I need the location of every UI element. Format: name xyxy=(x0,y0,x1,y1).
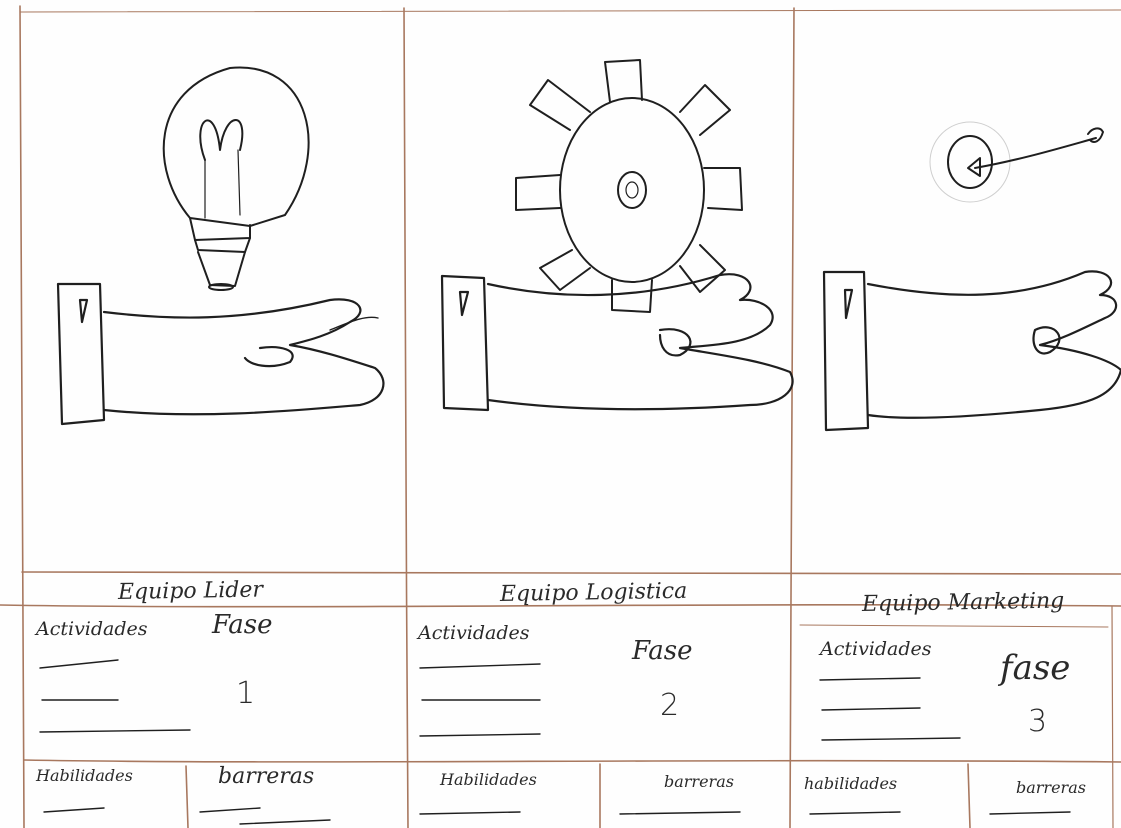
phase-label-3: fase xyxy=(1000,648,1071,688)
skills-label-3: habilidades xyxy=(804,774,898,793)
activity-lines xyxy=(39,659,1071,825)
hand-icon xyxy=(440,273,794,412)
activities-label-3: Actividades xyxy=(820,638,932,660)
skills-label-1: Habilidades xyxy=(36,766,133,785)
team-label-2: Equipo Logistica xyxy=(499,578,688,607)
team-label-1: Equipo Lider xyxy=(117,577,264,605)
skills-label-2: Habilidades xyxy=(440,770,537,789)
hand-icon xyxy=(822,270,1121,432)
lightbulb-icon xyxy=(162,66,310,291)
activities-label-2: Actividades xyxy=(418,622,530,644)
gear-icon xyxy=(515,59,743,313)
team-label-3: Equipo Marketing xyxy=(861,588,1065,617)
barriers-label-2: barreras xyxy=(664,772,734,791)
phase-label-2: Fase xyxy=(632,636,693,666)
barriers-label-1: barreras xyxy=(218,764,315,789)
activities-label-1: Actividades xyxy=(36,618,148,640)
phase-number-3: 3 xyxy=(1028,704,1048,739)
barriers-label-3: barreras xyxy=(1016,778,1086,797)
target-icon xyxy=(929,121,1104,203)
hand-icon xyxy=(56,282,385,426)
phase-number-2: 2 xyxy=(660,688,680,723)
phase-number-1: 1 xyxy=(236,676,256,711)
panel-grid xyxy=(0,5,1121,828)
phase-label-1: Fase xyxy=(212,610,273,640)
